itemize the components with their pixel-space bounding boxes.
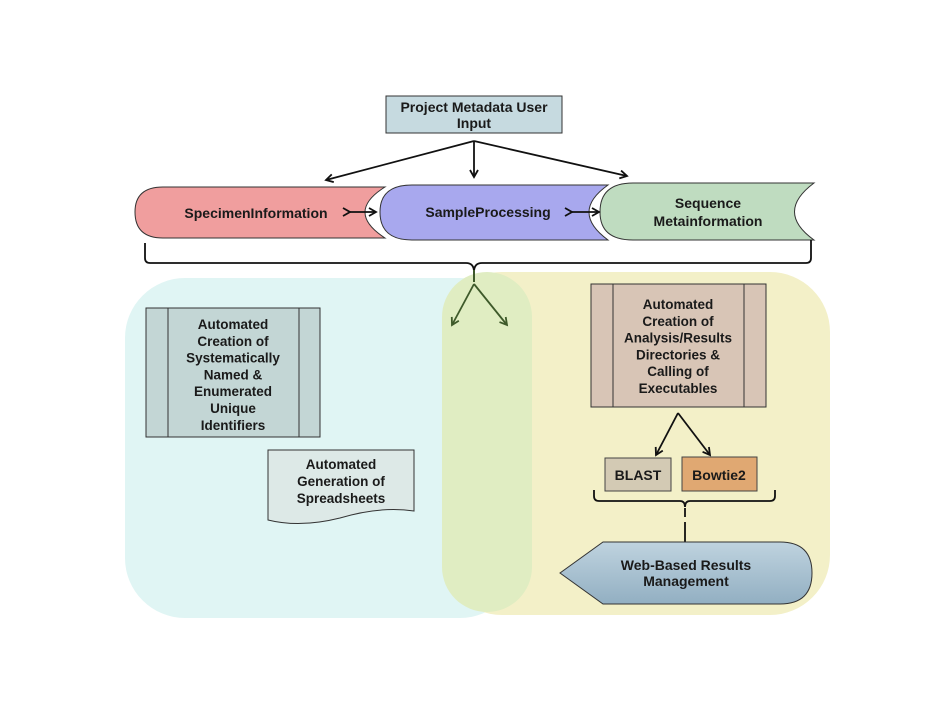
web-line-2: Management xyxy=(643,573,729,589)
spreadsheets-line-3: Spreadsheets xyxy=(297,491,386,506)
bowtie2-label: Bowtie2 xyxy=(692,467,746,483)
arrow-to-specimen xyxy=(324,140,475,183)
analysis-line-6: Executables xyxy=(639,381,718,396)
spreadsheets-line-2: Generation of xyxy=(297,474,385,489)
identifiers-line-4: Named & xyxy=(204,367,263,382)
sequence-line-1: Sequence xyxy=(675,195,741,211)
specimen-information-node: SpecimenInformation xyxy=(134,186,387,239)
bowtie2-node: Bowtie2 xyxy=(681,456,758,492)
arrow-to-bowtie xyxy=(677,412,712,457)
analysis-line-2: Creation of xyxy=(642,314,714,329)
analysis-line-3: Analysis/Results xyxy=(624,331,732,346)
identifiers-line-7: Identifiers xyxy=(201,418,266,433)
identifiers-line-6: Unique xyxy=(210,401,256,416)
web-line-1: Web-Based Results xyxy=(621,557,752,573)
blast-label: BLAST xyxy=(615,467,662,483)
analysis-line-1: Automated xyxy=(643,297,714,312)
identifiers-line-1: Automated xyxy=(198,317,269,332)
project-input-box: Project Metadata User Input xyxy=(385,95,563,134)
identifiers-line-5: Enumerated xyxy=(194,384,272,399)
web-results-node: Web-Based Results Management xyxy=(559,541,813,605)
project-input-line-2: Input xyxy=(457,115,492,131)
analysis-line-4: Directories & xyxy=(636,347,720,362)
identifiers-line-3: Systematically xyxy=(186,351,280,366)
overlap-region xyxy=(442,272,532,612)
arrow-to-blast xyxy=(654,412,679,457)
blast-node: BLAST xyxy=(604,457,672,492)
split-arrow-left xyxy=(450,283,475,327)
spreadsheets-line-1: Automated xyxy=(306,457,377,472)
tools-brace xyxy=(593,490,776,508)
analysis-line-5: Calling of xyxy=(647,364,709,379)
sample-label: SampleProcessing xyxy=(425,204,550,220)
top-brace xyxy=(144,240,812,273)
split-arrow-right xyxy=(473,283,509,327)
sequence-line-2: Metainformation xyxy=(654,213,763,229)
sample-processing-node: SampleProcessing xyxy=(379,184,610,241)
identifiers-line-2: Creation of xyxy=(197,334,269,349)
arrow-to-sequence xyxy=(473,140,629,180)
project-input-line-1: Project Metadata User xyxy=(400,99,548,115)
specimen-label: SpecimenInformation xyxy=(184,205,327,221)
sequence-metainformation-node: Sequence Metainformation xyxy=(599,182,816,241)
